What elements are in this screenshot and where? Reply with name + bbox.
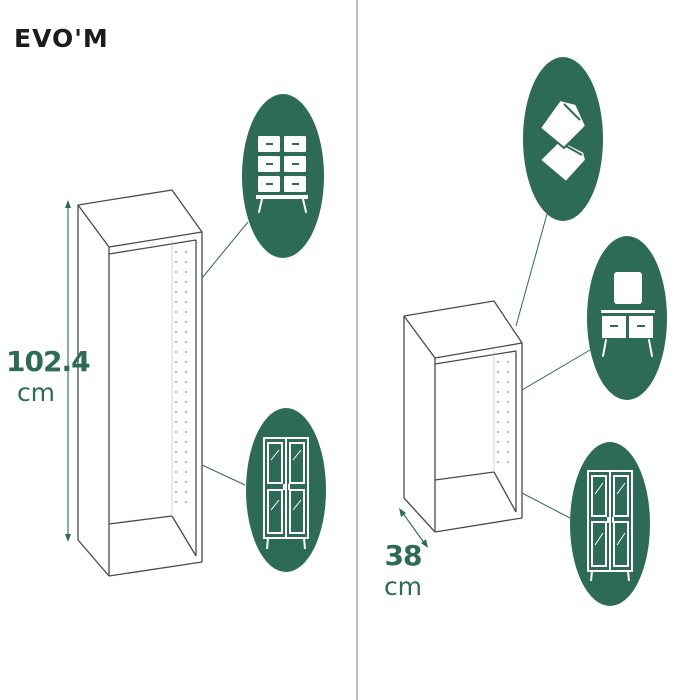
leader-line	[201, 221, 249, 279]
glass-door-cabinet-icon	[246, 408, 326, 572]
height-dimension-arrow	[65, 200, 71, 542]
depth-dimension-label: 38 cm	[382, 539, 424, 601]
height-value: 102.4	[6, 345, 91, 378]
height-unit: cm	[16, 378, 56, 407]
shelf-pin-holes	[497, 361, 509, 463]
brand-logo: EVO'M	[14, 24, 109, 53]
short-cabinet	[403, 300, 523, 533]
depth-dimension-arrow	[399, 508, 428, 548]
drawer-chest-icon	[242, 94, 324, 258]
leader-line	[201, 464, 246, 486]
shelf-pin-holes	[175, 251, 187, 503]
folded-clothes-icon	[523, 57, 603, 221]
leader-line	[521, 349, 591, 391]
leader-line	[515, 213, 548, 327]
dresser-with-mirror-icon	[587, 236, 667, 400]
height-dimension-label: 102.4 cm	[6, 345, 91, 407]
tall-cabinet	[77, 189, 203, 577]
depth-unit: cm	[383, 572, 423, 601]
depth-value: 38	[384, 539, 423, 572]
leader-line	[521, 492, 571, 519]
glass-door-cabinet-icon	[570, 442, 650, 606]
